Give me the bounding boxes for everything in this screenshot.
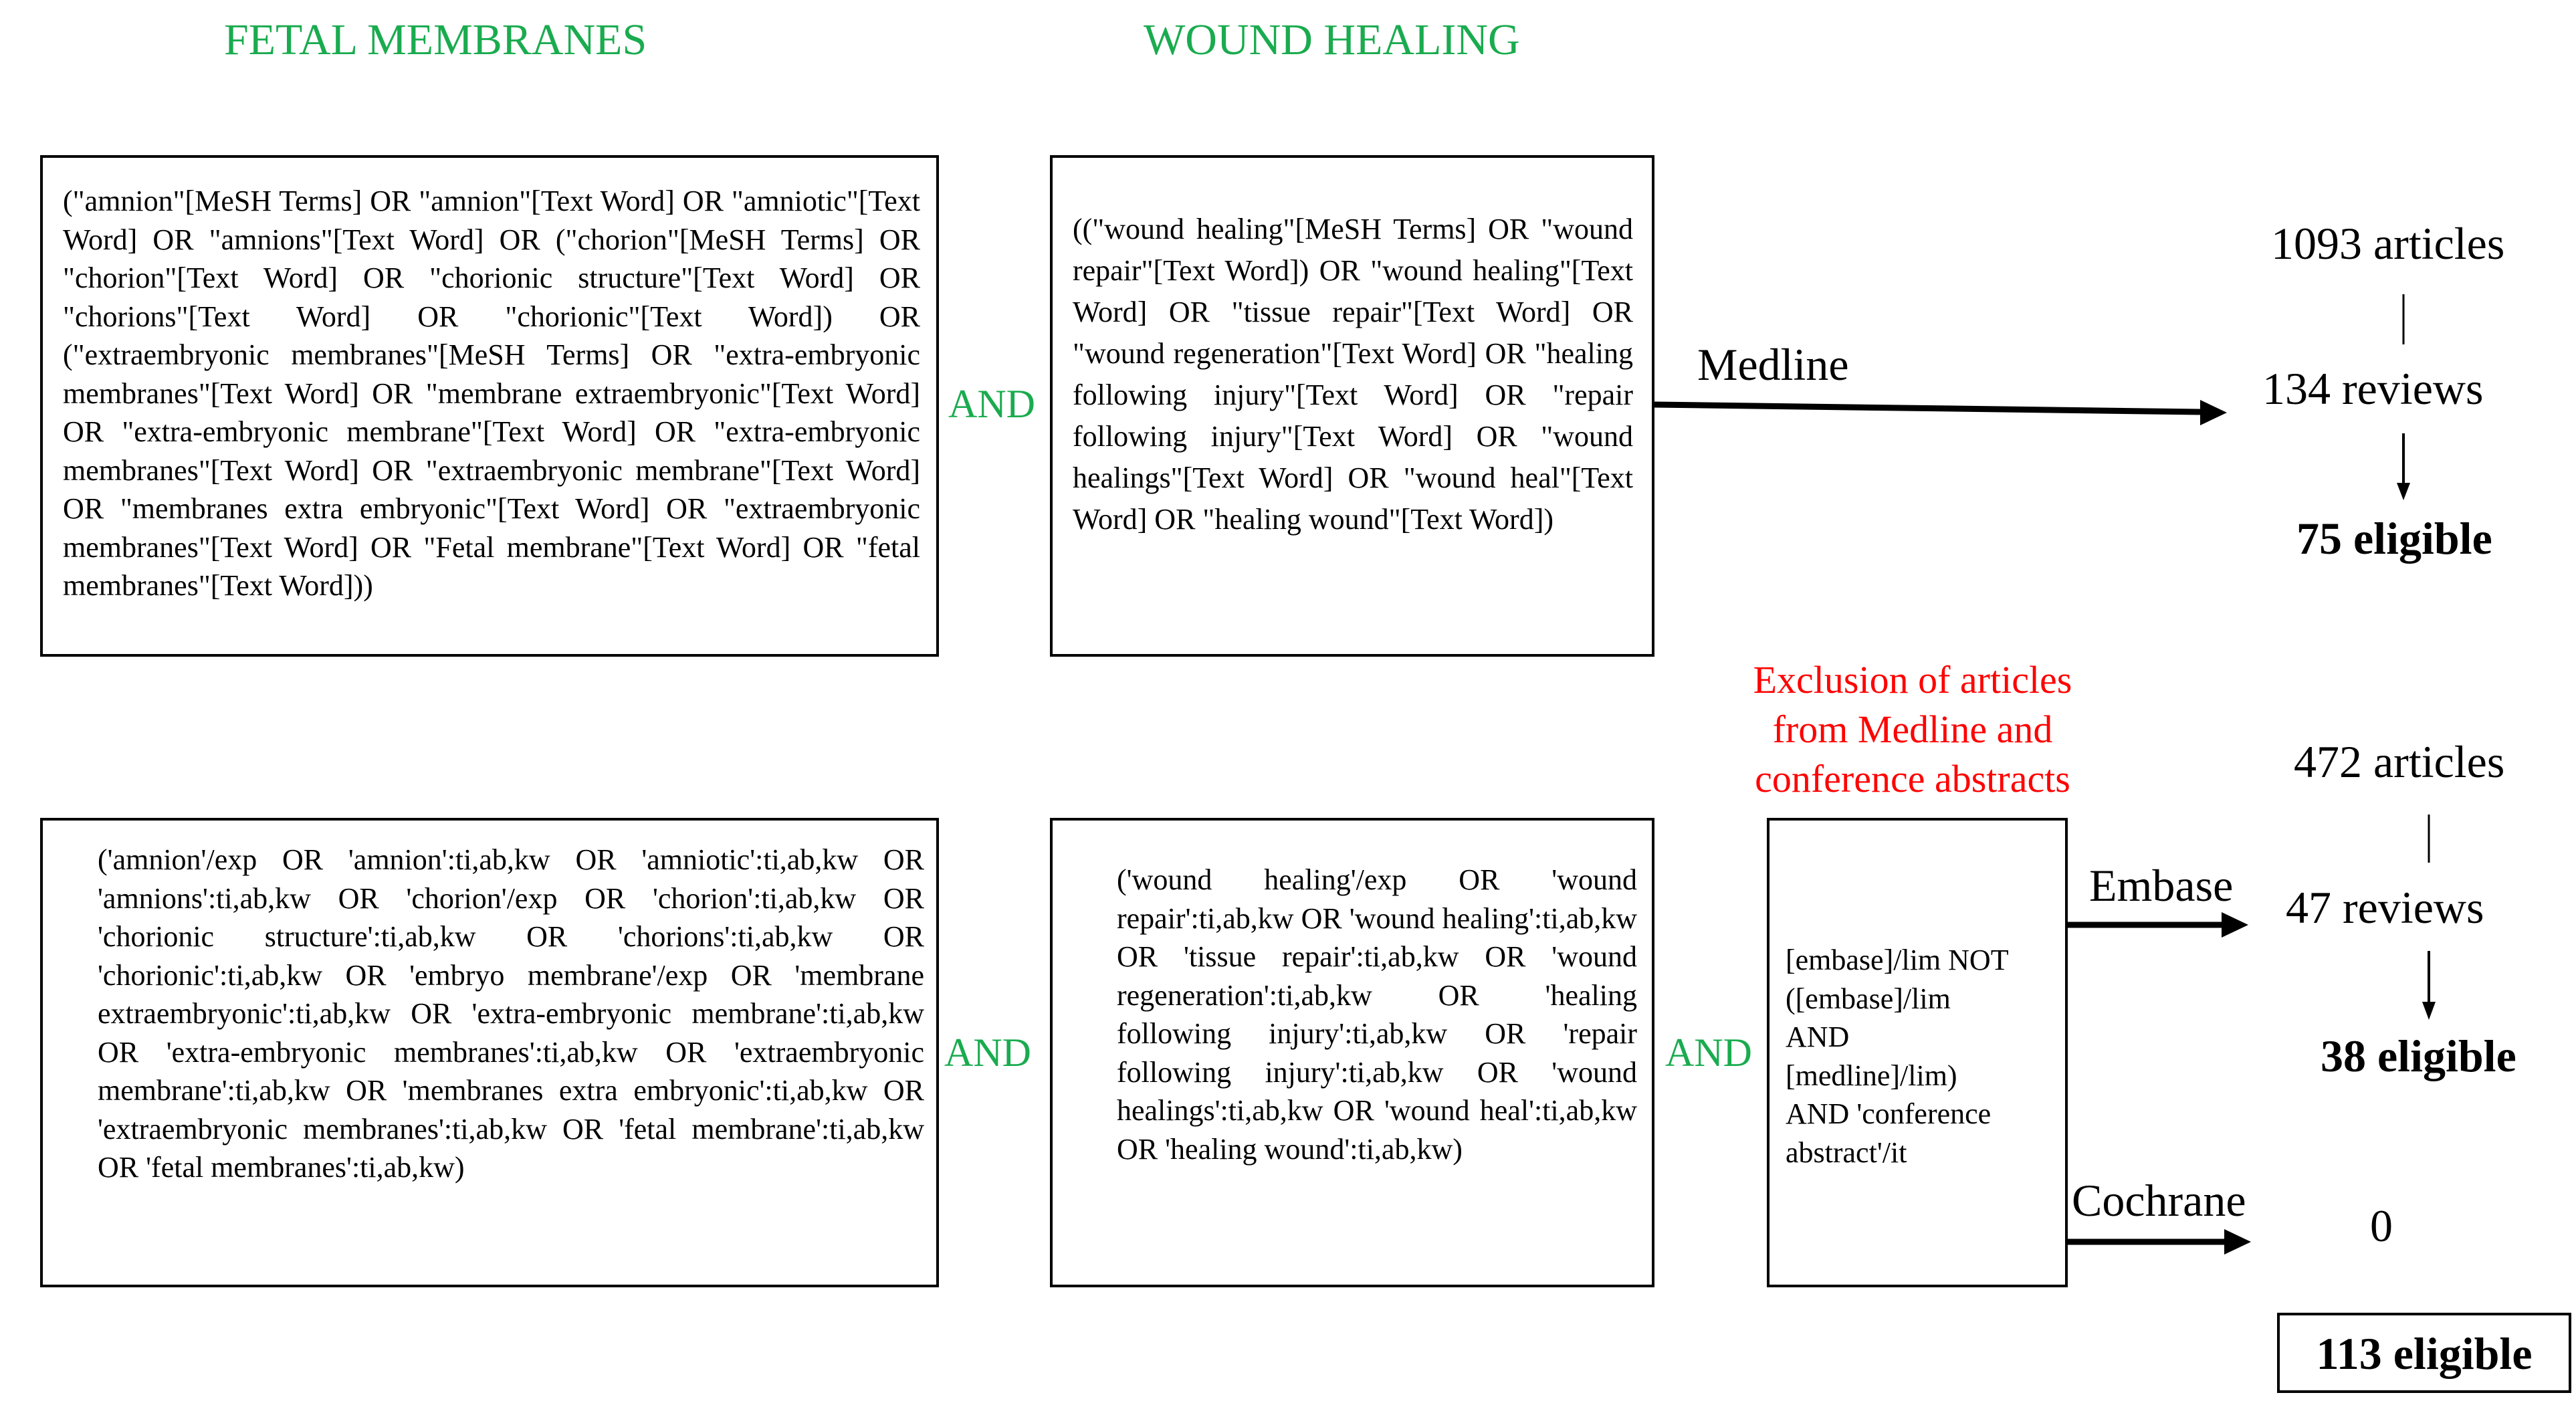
- exclusion-query: [embase]/lim NOT ([embase]/lim AND [medl…: [1786, 941, 2053, 1172]
- embase-fetal-query: ('amnion'/exp OR 'amnion':ti,ab,kw OR 'a…: [98, 843, 924, 1184]
- embase-and-label-2: AND: [1665, 1031, 1752, 1075]
- embase-reviews-down-arrow: [2422, 951, 2436, 1020]
- embase-database-label: Embase: [2089, 860, 2234, 911]
- exclusion-query-line-4: [medline]/lim): [1786, 1059, 1957, 1092]
- exclusion-title-line-2: from Medline and: [1772, 708, 2053, 751]
- total-eligible-count: 113 eligible: [2316, 1328, 2533, 1379]
- embase-arrow: [2068, 912, 2248, 938]
- exclusion-title: Exclusion of articles from Medline and c…: [1692, 655, 2133, 804]
- exclusion-query-line-1: [embase]/lim NOT: [1786, 944, 2009, 976]
- medline-fetal-query-box: ("amnion"[MeSH Terms] OR "amnion"[Text W…: [40, 155, 939, 657]
- total-eligible-box: 113 eligible: [2277, 1313, 2571, 1393]
- embase-wound-query-box: ('wound healing'/exp OR 'wound repair':t…: [1050, 818, 1654, 1287]
- medline-arrow: [1654, 400, 2227, 425]
- cochrane-count: 0: [2370, 1200, 2393, 1251]
- medline-fetal-query: ("amnion"[MeSH Terms] OR "amnion"[Text W…: [63, 185, 920, 602]
- exclusion-query-line-2: ([embase]/lim: [1786, 982, 1951, 1015]
- exclusion-title-line-1: Exclusion of articles: [1753, 658, 2072, 702]
- medline-eligible-count: 75 eligible: [2296, 513, 2492, 564]
- medline-wound-query: (("wound healing"[MeSH Terms] OR "wound …: [1073, 213, 1633, 536]
- medline-articles-count: 1093 articles: [2271, 218, 2505, 269]
- exclusion-query-line-5: AND 'conference: [1786, 1097, 1992, 1130]
- medline-wound-query-box: (("wound healing"[MeSH Terms] OR "wound …: [1050, 155, 1654, 657]
- embase-wound-query: ('wound healing'/exp OR 'wound repair':t…: [1117, 863, 1637, 1166]
- exclusion-query-line-3: AND: [1786, 1020, 1850, 1053]
- medline-and-label: AND: [948, 382, 1035, 426]
- cochrane-arrow: [2068, 1229, 2251, 1255]
- exclusion-query-box: [embase]/lim NOT ([embase]/lim AND [medl…: [1767, 818, 2068, 1287]
- heading-wound-healing: WOUND HEALING: [1144, 15, 1520, 64]
- embase-eligible-count: 38 eligible: [2321, 1031, 2516, 1081]
- exclusion-title-line-3: conference abstracts: [1755, 757, 2070, 800]
- exclusion-query-line-6: abstract'/it: [1786, 1136, 1907, 1169]
- embase-fetal-query-box: ('amnion'/exp OR 'amnion':ti,ab,kw OR 'a…: [40, 818, 939, 1287]
- heading-fetal-membranes: FETAL MEMBRANES: [224, 15, 647, 64]
- embase-and-label-1: AND: [944, 1031, 1031, 1075]
- medline-database-label: Medline: [1697, 339, 1849, 390]
- medline-reviews-count: 134 reviews: [2262, 363, 2484, 414]
- embase-reviews-count: 47 reviews: [2286, 882, 2484, 933]
- medline-reviews-down-arrow: [2397, 433, 2410, 500]
- embase-articles-count: 472 articles: [2294, 736, 2505, 787]
- cochrane-database-label: Cochrane: [2072, 1175, 2246, 1226]
